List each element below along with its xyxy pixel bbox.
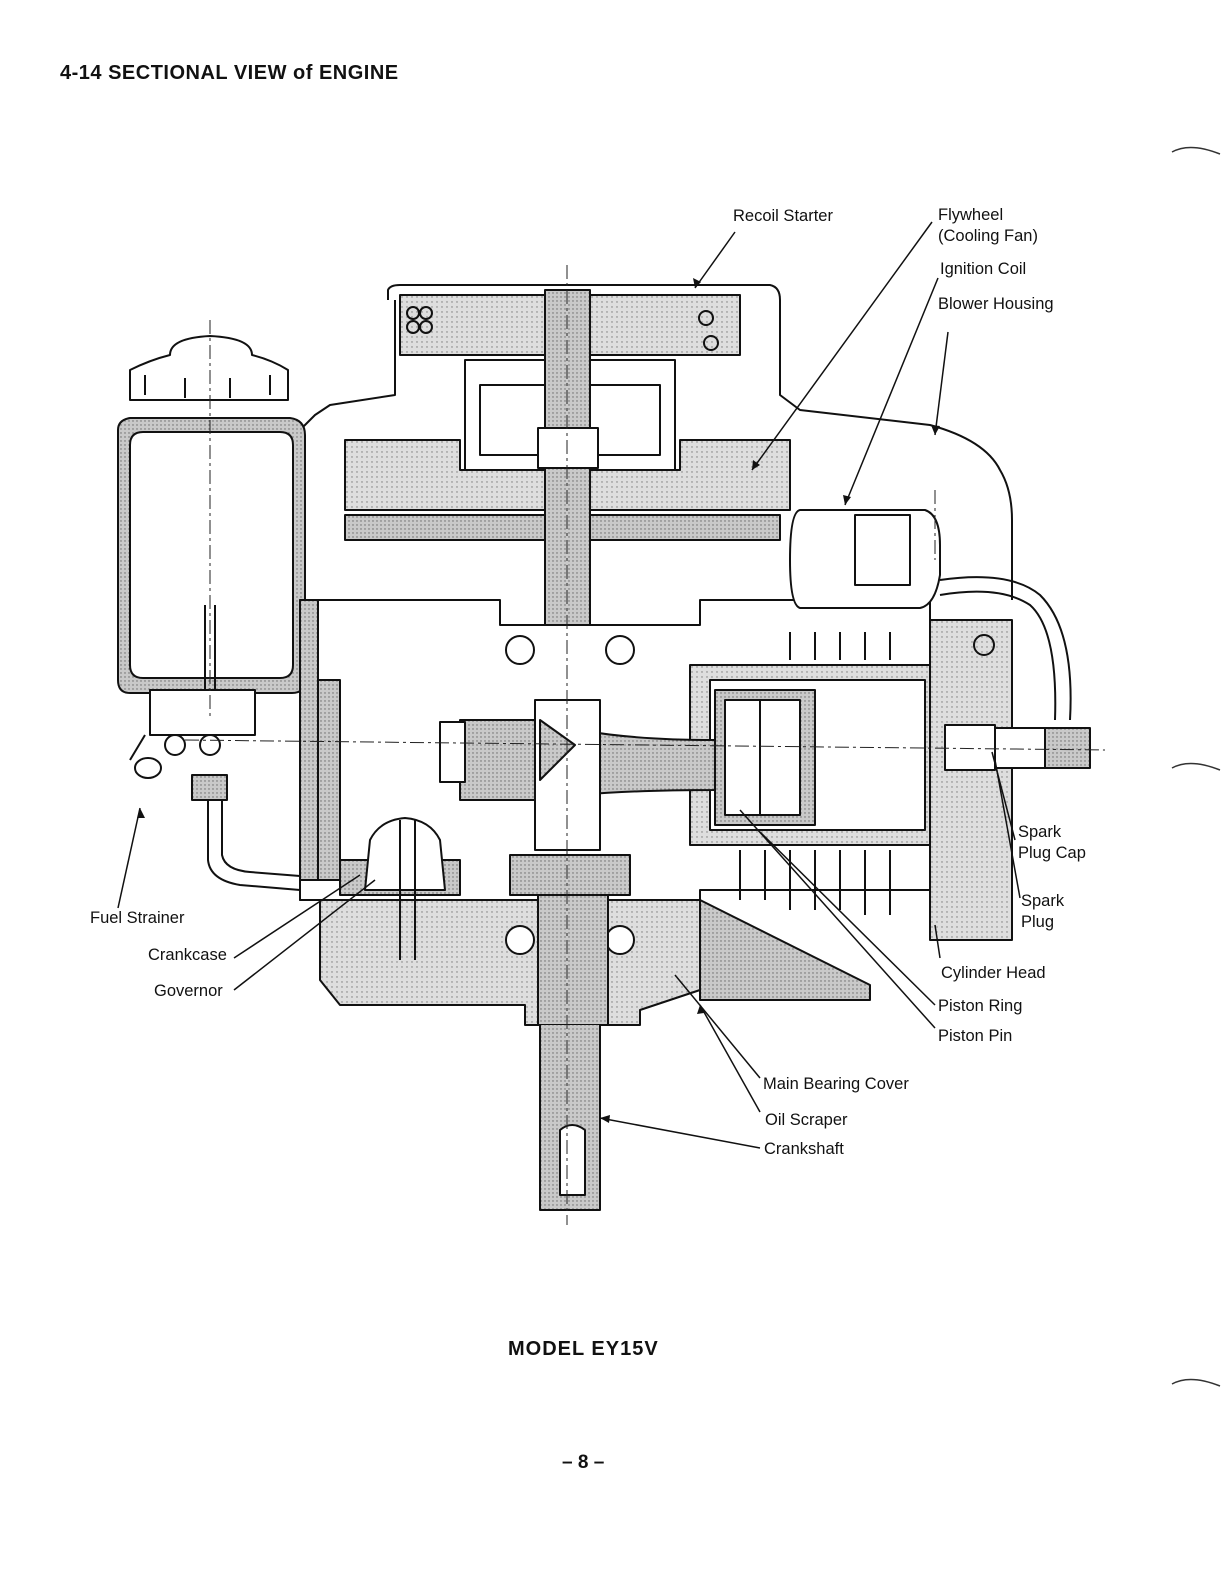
label-piston-ring: Piston Ring [938,996,1022,1017]
leader-fuel-strainer [118,808,140,908]
fuel-cap [130,336,288,400]
scan-edge-mark [1170,756,1224,776]
leader-ignition-coil [845,278,938,505]
leader-oil-scraper [700,1005,760,1112]
scan-edge-mark [1170,1372,1224,1392]
label-oil-scraper: Oil Scraper [765,1110,848,1131]
label-ignition-coil: Ignition Coil [940,259,1026,280]
label-spark-plug-cap-line1: Spark [1018,822,1061,843]
label-fuel-strainer: Fuel Strainer [90,908,184,929]
leader-crankshaft [600,1118,760,1148]
spark-plug-cap [1045,728,1090,768]
label-crankcase: Crankcase [148,945,227,966]
label-flywheel: Flywheel [938,205,1003,226]
label-spark-plug-cap-line2: Plug Cap [1018,843,1086,864]
label-crankshaft: Crankshaft [764,1139,844,1160]
model-caption: MODEL EY15V [508,1338,659,1361]
label-blower-housing: Blower Housing [938,294,1054,315]
leader-recoil-starter [695,232,735,288]
label-cooling-fan: (Cooling Fan) [938,226,1038,247]
label-piston-pin: Piston Pin [938,1026,1012,1047]
label-spark-plug-line1: Spark [1021,891,1064,912]
main-bearing-cover [300,900,700,1025]
label-spark-plug-line2: Plug [1021,912,1054,933]
fuel-strainer [150,690,255,735]
label-governor: Governor [154,981,223,1002]
leader-blower-housing [935,332,948,435]
label-main-bearing-cover: Main Bearing Cover [763,1074,909,1095]
spark-plug [995,728,1045,768]
scan-edge-mark [1170,140,1224,160]
label-cylinder-head: Cylinder Head [941,963,1046,984]
page-number: – 8 – [562,1452,604,1474]
label-recoil-starter: Recoil Starter [733,206,833,227]
